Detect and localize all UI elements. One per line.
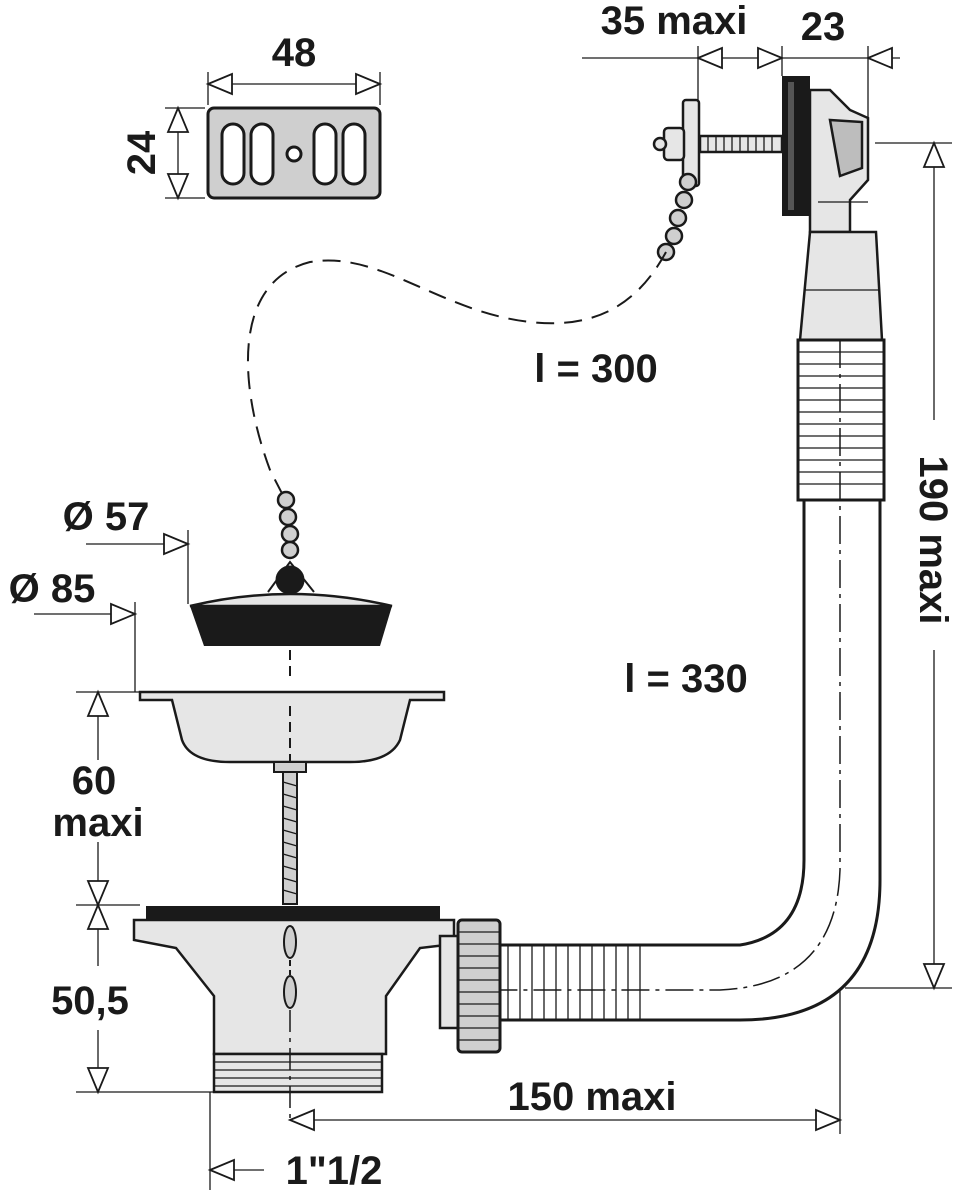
flange-diameter-leader <box>34 602 138 692</box>
overflow-width-dimension <box>782 46 900 118</box>
overflow-depth-label: 35 maxi <box>601 0 748 43</box>
stopper-plug <box>189 560 393 646</box>
strainer-basket <box>138 650 446 905</box>
overflow-tube <box>500 230 886 1022</box>
tube-length-label: l = 330 <box>624 657 747 701</box>
drain-body <box>132 906 502 1120</box>
plate-height-label: 24 <box>120 130 164 175</box>
stopper-diameter-leader <box>86 530 191 604</box>
plate-height-dimension <box>165 105 205 201</box>
offset-max-label: 150 maxi <box>507 1075 676 1119</box>
chain <box>247 251 667 509</box>
overflow-cover-plate <box>206 106 382 200</box>
basket-depth-label-line1: 60 <box>72 759 117 803</box>
chain-length-label: l = 300 <box>534 347 657 391</box>
height-max-dimension <box>845 140 952 991</box>
plate-width-dimension <box>205 72 383 105</box>
overflow-width-label: 23 <box>801 5 846 49</box>
body-height-label: 50,5 <box>51 979 129 1023</box>
stopper-diameter-label: Ø 57 <box>63 495 150 539</box>
height-max-label: 190 maxi <box>911 455 955 624</box>
overflow-depth-dimension <box>582 46 785 102</box>
chain-beads <box>276 490 300 560</box>
offset-max-dimension <box>287 990 843 1134</box>
basket-depth-label-line2: maxi <box>52 801 143 845</box>
body-height-dimension <box>76 902 214 1095</box>
thread-size-label: 1"1/2 <box>286 1149 383 1193</box>
overflow-assembly <box>652 76 870 262</box>
plate-width-label: 48 <box>272 31 317 75</box>
basket-depth-dimension <box>76 689 140 908</box>
flange-diameter-label: Ø 85 <box>9 567 96 611</box>
thread-size-dimension <box>207 1092 264 1190</box>
